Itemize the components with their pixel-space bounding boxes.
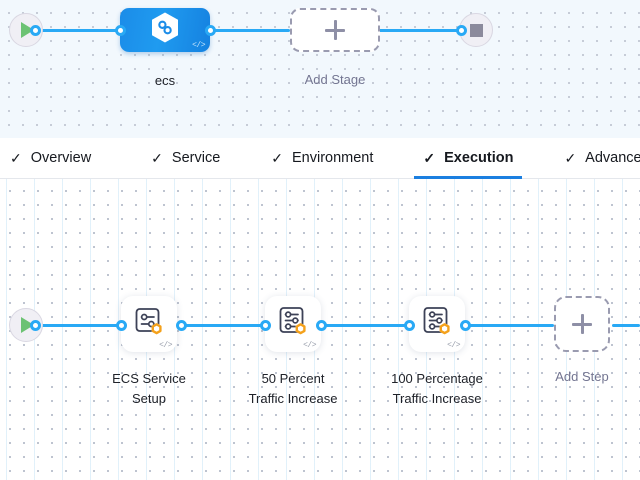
step-code-marker: </> xyxy=(303,341,316,350)
step-code-marker: </> xyxy=(159,341,172,350)
check-icon: ✓ xyxy=(271,150,283,166)
edge-step-3-to-add-step xyxy=(462,324,554,327)
edge-stage-to-add-stage xyxy=(210,29,290,32)
step-code-marker: </> xyxy=(447,341,460,350)
harness-hexagon-icon xyxy=(150,12,180,49)
stage-input-port[interactable] xyxy=(115,25,126,36)
edge-start-to-stage xyxy=(34,29,120,32)
step-3-output-port[interactable] xyxy=(460,320,471,331)
edge-step-1-to-step-2 xyxy=(180,324,266,327)
start-output-port[interactable] xyxy=(30,25,41,36)
step-node-50-percent-traffic-increase[interactable]: </> xyxy=(265,296,321,352)
sliders-icon xyxy=(132,305,166,344)
tab-label: Environment xyxy=(292,150,374,166)
check-icon: ✓ xyxy=(151,150,163,166)
edge-start-to-step-1 xyxy=(34,324,126,327)
tab-label: Advanced xyxy=(585,150,640,166)
step-2-label: 50 Percent Traffic Increase xyxy=(228,369,358,409)
tab-label: Execution xyxy=(444,150,514,166)
step-3-label: 100 Percentage Traffic Increase xyxy=(372,369,502,409)
step-label-line-1: ECS Service xyxy=(112,371,186,386)
step-1-input-port[interactable] xyxy=(116,320,127,331)
active-tab-underline xyxy=(414,175,523,179)
stage-canvas[interactable]: </> ecs Add Stage xyxy=(0,0,640,138)
sliders-icon xyxy=(420,305,454,344)
step-label-line-2: Traffic Increase xyxy=(248,391,338,406)
edge-add-step-outgoing xyxy=(612,324,640,327)
tab-service[interactable]: ✓ Service xyxy=(151,138,220,179)
add-step-button[interactable] xyxy=(554,296,610,352)
step-2-output-port[interactable] xyxy=(316,320,327,331)
step-label-line-2: Setup xyxy=(132,391,166,406)
step-node-ecs-service-setup[interactable]: </> xyxy=(121,296,177,352)
stage-node-ecs[interactable]: </> xyxy=(120,8,210,52)
step-label-line-1: 50 Percent xyxy=(261,371,325,386)
step-node-100-percentage-traffic-increase[interactable]: </> xyxy=(409,296,465,352)
end-input-port[interactable] xyxy=(456,25,467,36)
step-label-line-2: Traffic Increase xyxy=(392,391,482,406)
execution-start-output-port[interactable] xyxy=(30,320,41,331)
stage-label: ecs xyxy=(154,73,176,88)
tab-label: Overview xyxy=(30,150,92,166)
step-label-line-1: 100 Percentage xyxy=(391,371,483,386)
execution-steps-canvas[interactable]: </> ECS Service Setup xyxy=(0,179,640,480)
tab-environment[interactable]: ✓ Environment xyxy=(271,138,373,179)
stop-icon xyxy=(469,23,483,37)
plus-icon xyxy=(572,314,592,334)
edge-step-2-to-step-3 xyxy=(320,324,408,327)
step-3-input-port[interactable] xyxy=(404,320,415,331)
stage-output-port[interactable] xyxy=(205,25,216,36)
check-icon: ✓ xyxy=(423,150,436,166)
add-stage-button[interactable] xyxy=(290,8,380,52)
step-2-input-port[interactable] xyxy=(260,320,271,331)
check-icon: ✓ xyxy=(564,150,577,166)
add-stage-label: Add Stage xyxy=(304,72,366,87)
add-step-label: Add Step xyxy=(555,369,609,384)
tab-advanced[interactable]: ✓ Advanced xyxy=(564,138,640,179)
tab-overview[interactable]: ✓ Overview xyxy=(10,138,91,179)
tab-label: Service xyxy=(171,150,221,166)
sliders-icon xyxy=(276,305,310,344)
stage-settings-tabs: ✓ Overview ✓ Service ✓ Environment ✓ Exe… xyxy=(0,138,640,179)
step-1-output-port[interactable] xyxy=(176,320,187,331)
check-icon: ✓ xyxy=(10,150,22,166)
edge-add-stage-to-end xyxy=(378,29,462,32)
tab-execution[interactable]: ✓ Execution xyxy=(414,138,523,179)
plus-icon xyxy=(325,20,345,40)
step-1-label: ECS Service Setup xyxy=(84,369,214,409)
stage-code-marker: </> xyxy=(192,41,205,50)
